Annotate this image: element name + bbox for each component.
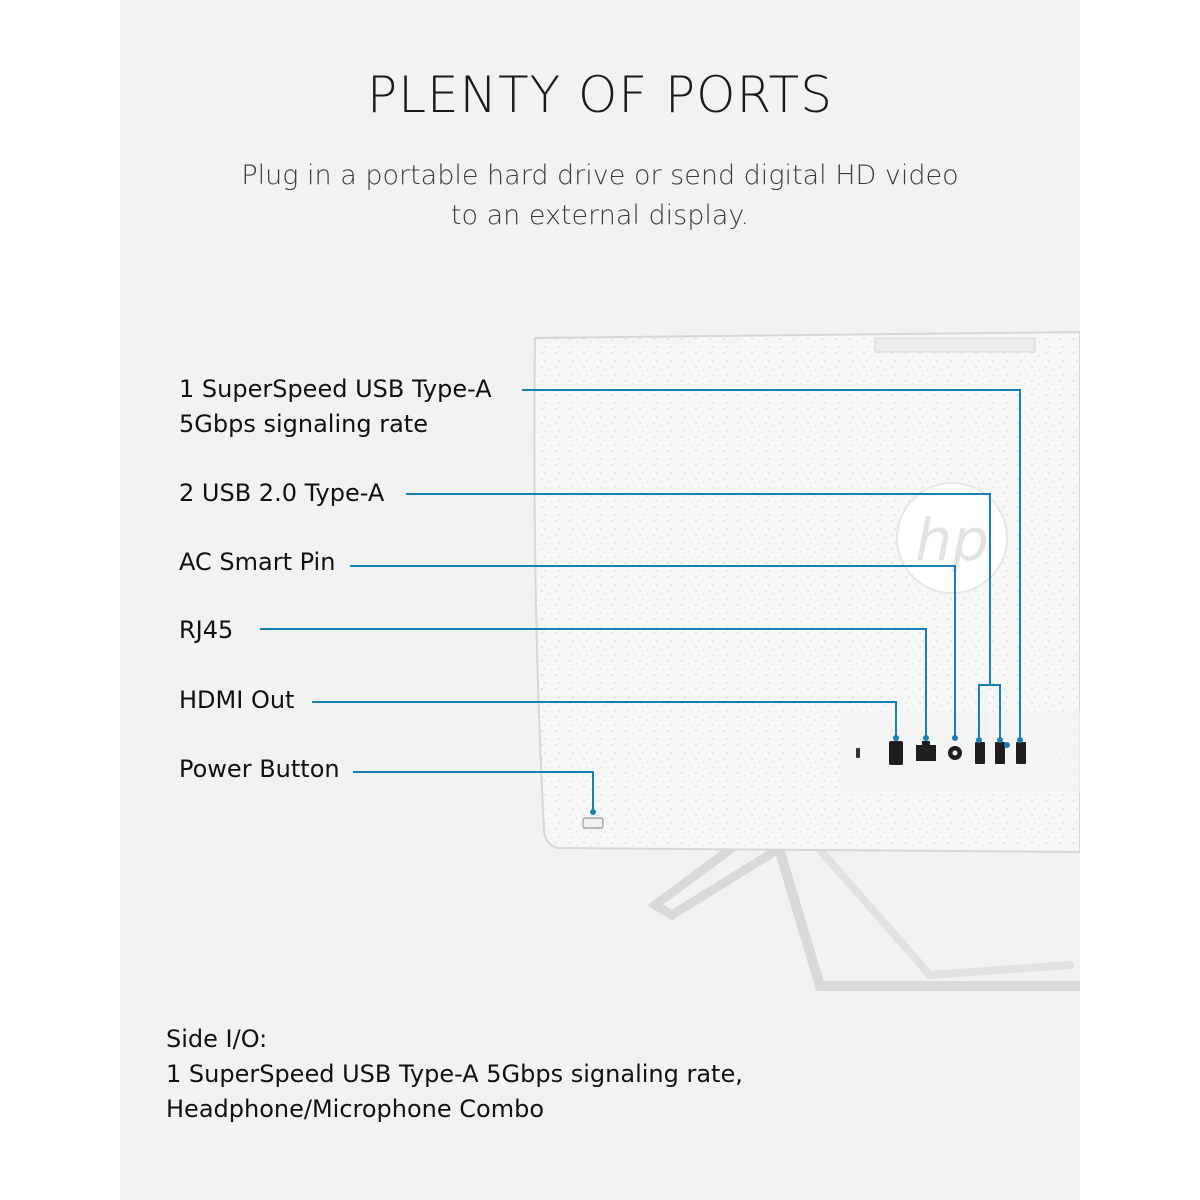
callout-label-usb-superspeed-line1: 1 SuperSpeed USB Type-A [179, 375, 492, 403]
hdmi-port-icon [889, 741, 903, 765]
side-io-description: Side I/O: 1 SuperSpeed USB Type-A 5Gbps … [166, 1022, 743, 1127]
callout-label-usb-superspeed-line2: 5Gbps signaling rate [179, 410, 428, 438]
svg-text:hp: hp [915, 506, 989, 574]
callout-line-power [353, 771, 594, 812]
security-lock-slot-icon [856, 748, 860, 758]
callout-line-ac-smart-pin [350, 565, 956, 738]
callout-label-power-button: Power Button [179, 755, 340, 783]
monitor-stand [646, 843, 1080, 991]
side-io-line2: Headphone/Microphone Combo [166, 1095, 545, 1123]
callout-line-rj45 [260, 628, 927, 738]
product-feature-card: hp PLENTY OF [120, 0, 1080, 1200]
callout-lines [260, 389, 1021, 812]
power-button-icon [582, 817, 604, 829]
all-in-one-pc-rear-illustration: hp [260, 330, 1080, 991]
callout-label-usb-20: 2 USB 2.0 Type-A [179, 479, 385, 507]
rj45-port-icon [916, 741, 936, 761]
page-subtitle: Plug in a portable hard drive or send di… [241, 160, 959, 231]
usb-port-icon [975, 742, 985, 764]
page-title: PLENTY OF PORTS [367, 66, 833, 124]
callout-line-usb-superspeed [522, 389, 1021, 740]
callout-line-usb-20 [406, 493, 991, 685]
callout-endpoints [590, 735, 1023, 815]
side-io-line1: 1 SuperSpeed USB Type-A 5Gbps signaling … [166, 1060, 743, 1088]
callout-label-hdmi-out: HDMI Out [179, 686, 295, 714]
usb-port-icon [1016, 742, 1026, 764]
callout-label-rj45: RJ45 [179, 616, 234, 644]
callout-line-hdmi [312, 701, 897, 738]
callout-label-ac-smart-pin: AC Smart Pin [179, 548, 336, 576]
monitor-back-panel [533, 330, 1080, 854]
usb-port-icon [995, 742, 1005, 764]
callout-label-usb-superspeed: 1 SuperSpeed USB Type-A 5Gbps signaling … [179, 372, 492, 442]
side-io-heading: Side I/O: [166, 1025, 268, 1053]
ac-smart-pin-port-icon [948, 746, 962, 760]
callout-line-usb-20-branch [978, 684, 1001, 740]
